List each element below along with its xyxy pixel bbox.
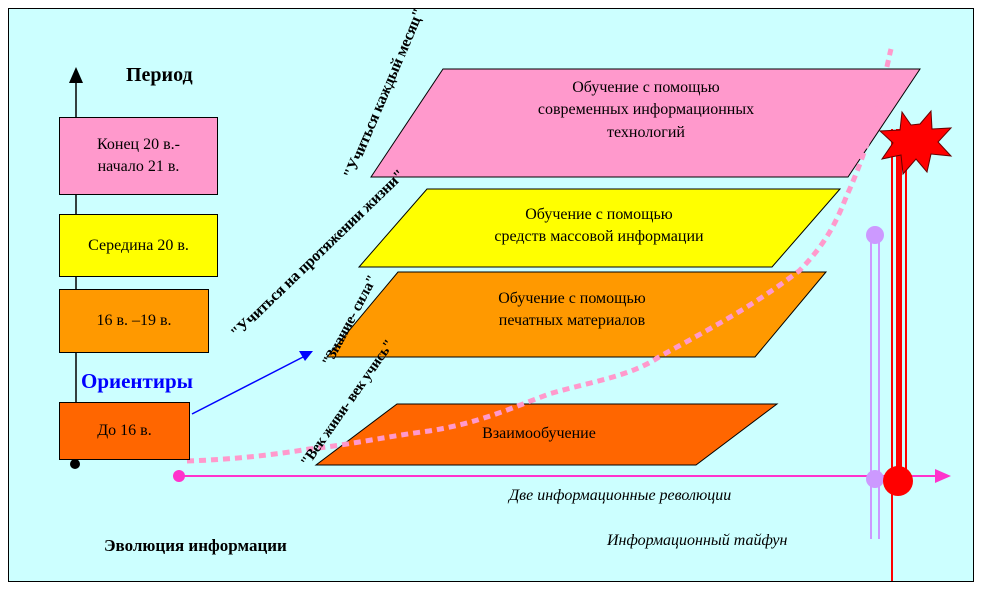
revolutions-label: Две информационные революции (509, 487, 732, 504)
lilac-pole-bottom-dot (866, 470, 884, 488)
plane-ict (370, 68, 921, 178)
plane-print-text: Обучение с помощью печатных материалов (498, 290, 646, 330)
lilac-pole-top-dot (866, 226, 884, 244)
period-box-mid-20: Середина 20 в. (59, 214, 218, 277)
plane-mass-media-text: Обучение с помощью средств массовой инфо… (494, 206, 704, 246)
period-axis-arrowhead (69, 67, 83, 83)
orienter-arrowhead (299, 351, 313, 361)
typhoon-label: Информационный тайфун (607, 532, 788, 549)
plane-mass-media (357, 188, 842, 268)
period-label-late-20-early-21: Конец 20 в.- начало 21 в. (97, 136, 180, 175)
period-title: Период (126, 64, 193, 86)
evolution-label: Эволюция информации (104, 536, 287, 555)
orienter-arrow (191, 355, 306, 415)
orienters-label: Ориентиры (81, 369, 194, 393)
period-box-16-19: 16 в. –19 в. (59, 289, 209, 353)
explosion-icon (878, 109, 953, 176)
period-label-16-19: 16 в. –19 в. (96, 312, 172, 330)
plane-peer-learning-text: Взаимообучение (482, 425, 596, 442)
period-box-before-16: До 16 в. (59, 402, 190, 460)
information-growth-curve (186, 48, 894, 464)
plane-ict-text: Обучение с помощью современных информаци… (537, 79, 755, 141)
timeline-start-dot (173, 470, 185, 482)
period-axis-origin-dot (70, 459, 80, 469)
diagram-graphics (69, 48, 953, 581)
period-label-mid-20: Середина 20 в. (88, 236, 189, 254)
red-pole-dot (883, 466, 913, 496)
slide: Период Конец 20 в.- начало 21 в. Середин… (8, 8, 974, 582)
period-box-late-20-early-21: Конец 20 в.- начало 21 в. (59, 117, 218, 195)
timeline-arrowhead (935, 469, 951, 483)
period-label-before-16: До 16 в. (97, 422, 152, 440)
